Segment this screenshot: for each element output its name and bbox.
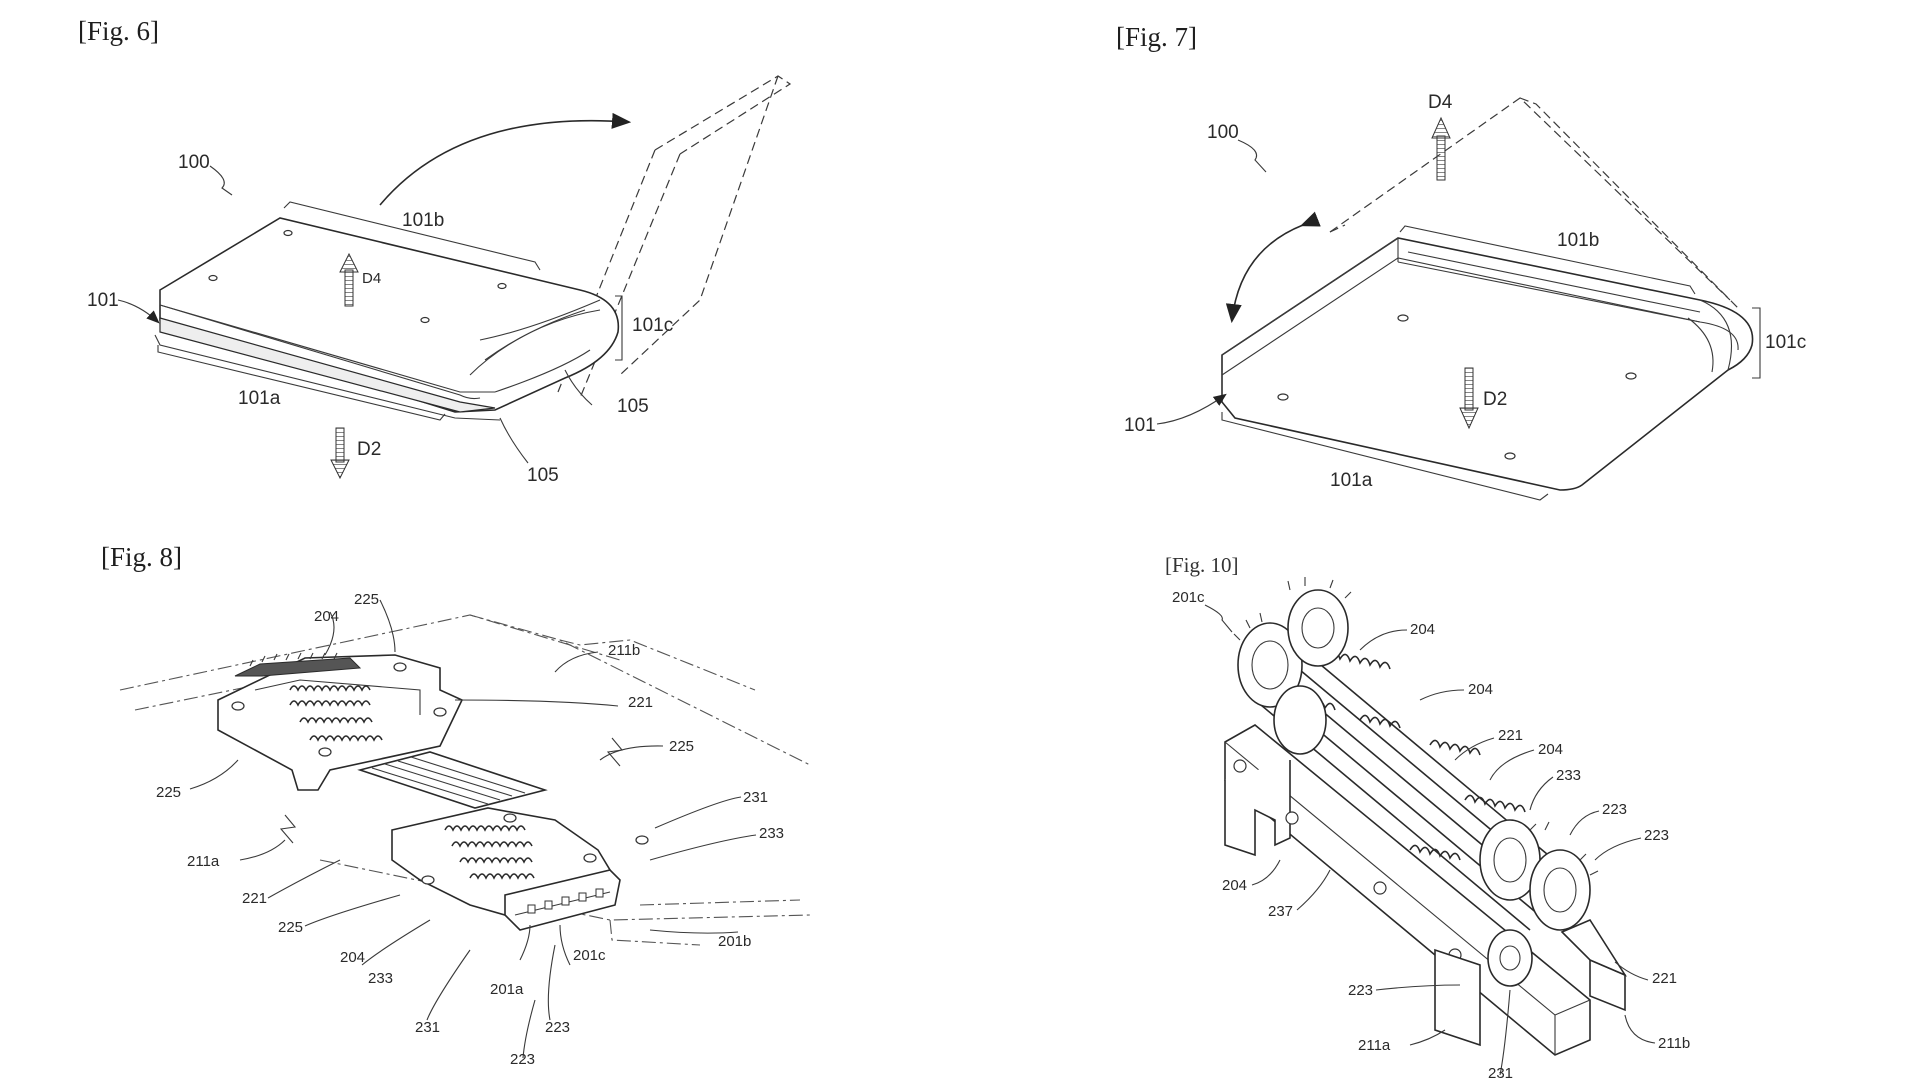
fig7-bracket-101a xyxy=(1221,412,1549,501)
fig10-label-204a: 204 xyxy=(1410,621,1435,638)
fig6-d2-arrow xyxy=(330,427,350,480)
figure-8: [Fig. 8] xyxy=(101,542,811,1068)
fig10-label-201c: 201c xyxy=(1172,589,1205,606)
fig7-label-d2: D2 xyxy=(1483,389,1507,410)
fig8-label-201a: 201a xyxy=(490,981,524,998)
figure-7: [Fig. 7] xyxy=(1116,22,1806,501)
fig10-title: [Fig. 10] xyxy=(1165,553,1239,577)
fig7-open-position-outline xyxy=(1329,97,1741,311)
fig6-leader-100 xyxy=(209,165,233,196)
fig6-label-101a: 101a xyxy=(238,388,281,409)
fig10-label-211a: 211a xyxy=(1358,1037,1391,1054)
fig6-label-101: 101 xyxy=(87,290,119,311)
fig10-label-223c: 223 xyxy=(1348,982,1373,999)
fig8-housing-outlines xyxy=(119,614,811,946)
fig8-sliding-strips xyxy=(357,751,548,809)
fig6-label-101c: 101c xyxy=(632,315,673,336)
fig7-label-101b: 101b xyxy=(1557,230,1599,251)
fig7-title: [Fig. 7] xyxy=(1116,22,1197,52)
fig6-label-105b: 105 xyxy=(527,465,559,486)
fig10-label-211b: 211b xyxy=(1658,1035,1690,1052)
fig6-leader-105a xyxy=(564,369,593,406)
fig10-label-204b: 204 xyxy=(1468,681,1493,698)
fig10-leaders xyxy=(1204,604,1656,1076)
fig10-label-223b: 223 xyxy=(1644,827,1669,844)
fig8-label-225b: 225 xyxy=(156,784,181,801)
fig8-label-201c: 201c xyxy=(573,947,606,964)
fig7-bracket-101b xyxy=(1399,225,1696,295)
fig10-label-204d: 204 xyxy=(1222,877,1247,894)
fig10-label-221b: 221 xyxy=(1652,970,1677,987)
fig8-label-231b: 231 xyxy=(415,1019,440,1036)
fig7-label-101: 101 xyxy=(1124,415,1156,436)
fig6-bracket-101b xyxy=(283,201,541,271)
fig7-d2-arrow xyxy=(1459,367,1479,430)
fig8-upper-hinge-module xyxy=(217,652,464,791)
fig8-label-211b: 211b xyxy=(608,642,640,659)
fig6-label-101b: 101b xyxy=(402,210,444,231)
fig7-label-100: 100 xyxy=(1207,122,1239,143)
fig8-label-204b: 204 xyxy=(340,949,365,966)
fig8-label-201b: 201b xyxy=(718,933,751,950)
fig6-label-105a: 105 xyxy=(617,396,649,417)
fig8-label-231a: 231 xyxy=(743,789,768,806)
fig8-break-line-a xyxy=(279,814,297,844)
fig8-label-221b: 221 xyxy=(242,890,267,907)
fig8-leaders xyxy=(189,599,757,1059)
fig8-break-line-b xyxy=(606,737,624,767)
fig6-folded-housing xyxy=(154,217,620,421)
fig7-label-d4: D4 xyxy=(1428,92,1453,113)
fig10-label-204c: 204 xyxy=(1538,741,1563,758)
fig7-label-101c: 101c xyxy=(1765,332,1806,353)
fig8-label-223b: 223 xyxy=(510,1051,535,1068)
fig8-label-211a: 211a xyxy=(187,853,220,870)
fig7-unfolded-housing xyxy=(1221,237,1754,491)
fig7-d4-arrow xyxy=(1431,116,1451,181)
fig8-label-233a: 233 xyxy=(759,825,784,842)
fig10-label-231: 231 xyxy=(1488,1065,1513,1080)
fig8-label-223a: 223 xyxy=(545,1019,570,1036)
fig10-label-221a: 221 xyxy=(1498,727,1523,744)
fig10-rail-211b xyxy=(1560,918,1628,1012)
fig8-lower-hinge-module xyxy=(391,807,649,931)
fig8-label-225c: 225 xyxy=(669,738,694,755)
fig8-label-225a: 225 xyxy=(354,591,379,608)
fig6-bracket-101a xyxy=(157,345,446,421)
fig8-title: [Fig. 8] xyxy=(101,542,182,572)
fig10-label-223a: 223 xyxy=(1602,801,1627,818)
fig6-d4-arrow xyxy=(339,252,359,307)
fig6-label-100: 100 xyxy=(178,152,210,173)
fig6-bracket-101c xyxy=(615,295,623,361)
fig8-label-204a: 204 xyxy=(314,608,339,625)
fig6-label-d2: D2 xyxy=(357,439,381,460)
fig6-leader-101 xyxy=(117,299,160,324)
figure-6: [Fig. 6] xyxy=(78,16,792,486)
figure-10: [Fig. 10] xyxy=(1165,553,1690,1080)
fig8-label-221a: 221 xyxy=(628,694,653,711)
fig6-title: [Fig. 6] xyxy=(78,16,159,46)
fig7-leader-101 xyxy=(1156,393,1227,425)
fig8-label-225d: 225 xyxy=(278,919,303,936)
fig10-label-237: 237 xyxy=(1268,903,1293,920)
fig10-label-233: 233 xyxy=(1556,767,1581,784)
fig10-gear-assemblies xyxy=(1233,577,1599,987)
fig7-bracket-101c xyxy=(1752,307,1761,379)
fig6-leader-105b xyxy=(499,417,529,464)
fig7-label-101a: 101a xyxy=(1330,470,1373,491)
fig7-leader-100 xyxy=(1237,139,1267,173)
fig6-rotation-arrow xyxy=(379,112,632,206)
fig7-rotation-arrow xyxy=(1225,211,1321,324)
fig8-label-233b: 233 xyxy=(368,970,393,987)
fig6-label-d4: D4 xyxy=(362,270,381,287)
